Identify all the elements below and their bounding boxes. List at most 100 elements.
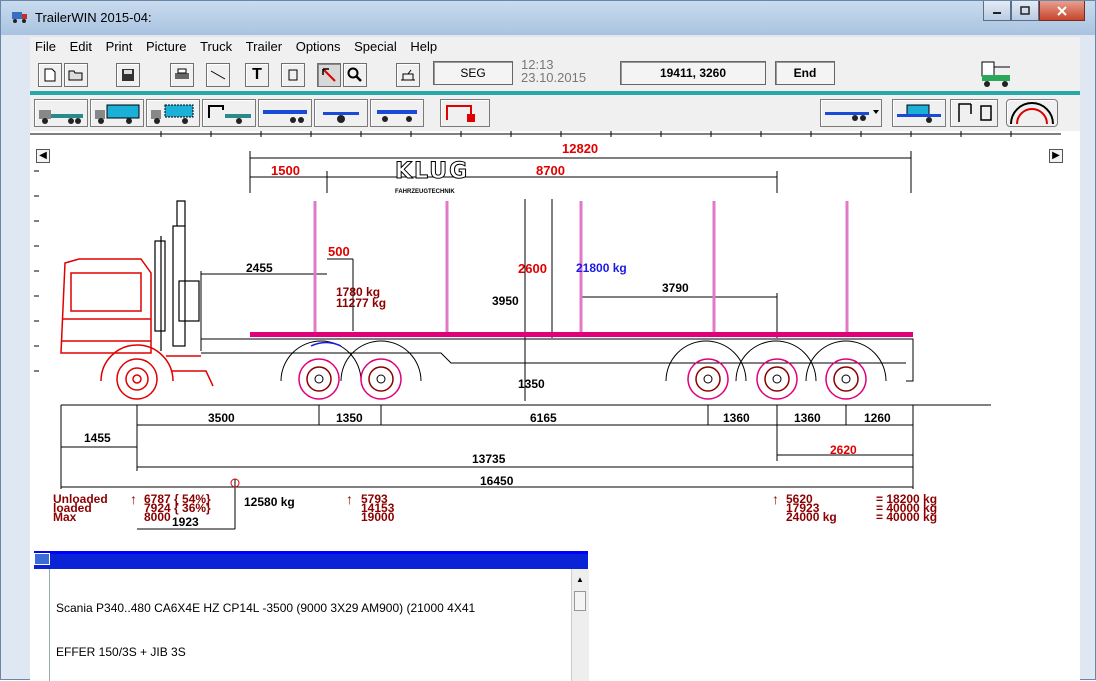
dim-1360-b: 1360 bbox=[794, 411, 821, 425]
trailer-select-icon bbox=[825, 110, 879, 121]
crane-truck-icon bbox=[208, 105, 251, 124]
dim-500: 500 bbox=[328, 244, 350, 259]
box-truck-button[interactable] bbox=[90, 99, 144, 127]
trailer-frame bbox=[201, 338, 914, 382]
total-loaded: = 40000 kg bbox=[876, 501, 938, 515]
new-file-button[interactable] bbox=[38, 63, 62, 87]
maximize-button[interactable] bbox=[1011, 1, 1039, 21]
dim-1455: 1455 bbox=[84, 431, 111, 445]
vehicle-drawing bbox=[30, 131, 1061, 530]
label-unloaded: Unloaded bbox=[53, 492, 108, 506]
label-max: Max bbox=[53, 510, 77, 524]
text-icon: T bbox=[252, 66, 262, 83]
dim-front-overhang: 1500 bbox=[271, 163, 300, 178]
menu-trailer[interactable]: Trailer bbox=[245, 39, 283, 54]
dim-1360-a: 1360 bbox=[723, 411, 750, 425]
open-file-button[interactable] bbox=[64, 63, 88, 87]
menu-print[interactable]: Print bbox=[105, 39, 133, 54]
semitrailer-button[interactable] bbox=[258, 99, 312, 127]
semitrailer-icon bbox=[263, 110, 307, 123]
open-folder-icon bbox=[68, 70, 83, 81]
trailer-select-dropdown[interactable] bbox=[820, 99, 882, 127]
load-tool-button[interactable] bbox=[396, 63, 420, 87]
line-icon bbox=[210, 70, 226, 80]
save-button[interactable] bbox=[116, 63, 140, 87]
end-button[interactable]: End bbox=[775, 61, 835, 85]
menu-picture[interactable]: Picture bbox=[145, 39, 187, 54]
menu-options[interactable]: Options bbox=[295, 39, 341, 54]
wheels bbox=[298, 358, 867, 400]
dolly-icon bbox=[323, 112, 359, 123]
clock-display: 12:13 23.10.2015 bbox=[521, 58, 586, 84]
drawbar-trailer-button[interactable] bbox=[370, 99, 424, 127]
info-scrollbar[interactable]: ▲ bbox=[571, 569, 589, 681]
klug-logo-sub: FAHRZEUGTECHNIK bbox=[395, 189, 455, 195]
kingpin-load: 1780 kg 11277 kg bbox=[336, 285, 386, 309]
measure-icon bbox=[322, 68, 336, 82]
dolly-button[interactable] bbox=[314, 99, 368, 127]
front-axle-weights: 6787 { 54%} 7924 { 36%} 8000 bbox=[144, 493, 211, 523]
dim-deck-height: 1350 bbox=[518, 377, 545, 391]
window-controls bbox=[983, 1, 1085, 23]
weight-labels: Unloaded loaded Max bbox=[53, 492, 108, 524]
zoom-button[interactable] bbox=[343, 63, 367, 87]
menu-bar: File Edit Print Picture Truck Trailer Op… bbox=[30, 37, 1080, 57]
maximize-icon bbox=[1020, 6, 1030, 15]
scroll-right-button[interactable]: ▶ bbox=[1049, 149, 1063, 163]
line-tool-button[interactable] bbox=[206, 63, 230, 87]
arrow-right-icon: ▶ bbox=[1052, 150, 1060, 161]
coordinate-field: 19411, 3260 bbox=[620, 61, 766, 85]
kingpin-load-1: 1780 kg bbox=[336, 285, 381, 299]
scroll-up-icon: ▲ bbox=[576, 575, 584, 584]
info-line-crane: EFFER 150/3S + JIB 3S bbox=[56, 645, 186, 659]
turning-circle-icon bbox=[1010, 102, 1054, 125]
menu-file[interactable]: File bbox=[35, 39, 56, 54]
rigid-truck-icon bbox=[39, 110, 83, 124]
trailer-load-button[interactable] bbox=[892, 99, 946, 127]
measure-tool-button[interactable] bbox=[317, 63, 341, 87]
total-unloaded: = 18200 kg bbox=[876, 492, 938, 506]
dim-16450: 16450 bbox=[480, 474, 514, 488]
main-toolbar: T SEG 19411, 3260 End bbox=[30, 57, 1080, 91]
clock-date: 23.10.2015 bbox=[521, 70, 587, 85]
rigid-truck-button[interactable] bbox=[34, 99, 88, 127]
minimize-icon bbox=[993, 11, 1001, 14]
box-truck-icon bbox=[95, 104, 140, 124]
frame-tool-button[interactable] bbox=[281, 63, 305, 87]
print-button[interactable] bbox=[170, 63, 194, 87]
dim-1923: 1923 bbox=[172, 515, 199, 529]
trailer-loaded: 17923 bbox=[786, 501, 820, 515]
frame-icon bbox=[288, 69, 298, 81]
turning-circle-button[interactable] bbox=[1006, 99, 1058, 127]
menu-help[interactable]: Help bbox=[410, 39, 438, 54]
dim-2455: 2455 bbox=[246, 261, 273, 275]
info-textbox[interactable]: Scania P340..480 CA6X4E HZ CP14L -3500 (… bbox=[49, 569, 589, 681]
menu-special[interactable]: Special bbox=[354, 39, 397, 54]
scroll-left-button[interactable]: ◀ bbox=[36, 149, 50, 163]
printer-icon bbox=[175, 68, 189, 79]
info-window-icon[interactable] bbox=[34, 553, 50, 565]
title-bar: TrailerWIN 2015-04: bbox=[1, 1, 1095, 35]
front-axle-arrow: ↑ bbox=[130, 491, 137, 507]
mid-axle-weights: 5793 14153 19000 bbox=[361, 493, 395, 524]
crane-truck-button[interactable] bbox=[202, 99, 256, 127]
front-loaded: 7924 { 36%} bbox=[144, 501, 211, 515]
menu-edit[interactable]: Edit bbox=[69, 39, 92, 54]
scroll-thumb[interactable] bbox=[574, 591, 586, 611]
close-icon bbox=[1057, 5, 1067, 16]
info-line-truck: Scania P340..480 CA6X4E HZ CP14L -3500 (… bbox=[56, 601, 476, 615]
menu-truck[interactable]: Truck bbox=[200, 39, 233, 54]
text-tool-button[interactable]: T bbox=[245, 63, 269, 87]
truck-crane-button[interactable] bbox=[950, 99, 998, 127]
crane-settings-button[interactable] bbox=[440, 99, 490, 127]
vehicle-drawing-area[interactable]: KLUG FAHRZEUGTECHNIK 12820 1500 8700 245… bbox=[30, 131, 1080, 549]
mid-max: 19000 bbox=[361, 510, 395, 524]
minimize-button[interactable] bbox=[983, 1, 1011, 21]
dim-1260: 1260 bbox=[864, 411, 891, 425]
magnifier-icon bbox=[347, 67, 362, 82]
truck-total-weight: 12580 kg bbox=[244, 495, 295, 509]
dim-main-length: 8700 bbox=[536, 163, 565, 178]
close-button[interactable] bbox=[1039, 1, 1085, 21]
mode-field: SEG bbox=[433, 61, 513, 85]
container-truck-button[interactable] bbox=[146, 99, 200, 127]
